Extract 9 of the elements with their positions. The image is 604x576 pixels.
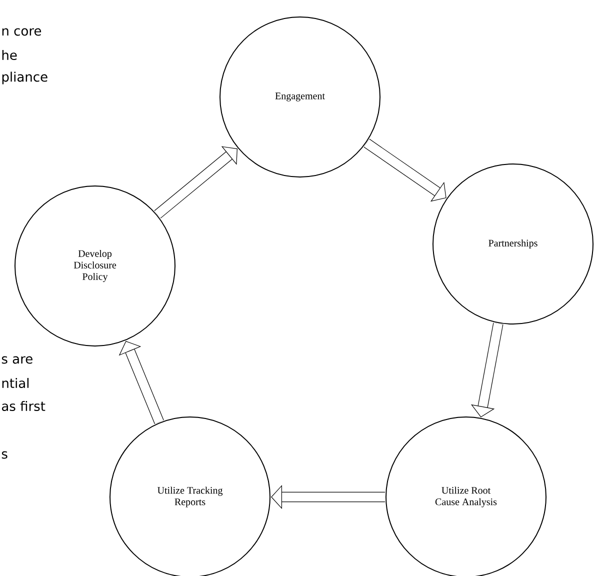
block-arrow [154, 146, 238, 218]
text-fragment: n core [2, 28, 42, 36]
text-fragment: as first [2, 400, 46, 412]
block-arrow [118, 340, 164, 424]
text-fragment: pliance [2, 72, 48, 84]
text-fragment: he [2, 50, 17, 60]
text-fragment: s [2, 451, 8, 459]
text-fragment: s are [2, 356, 32, 364]
text-fragment: ntial [2, 378, 29, 388]
